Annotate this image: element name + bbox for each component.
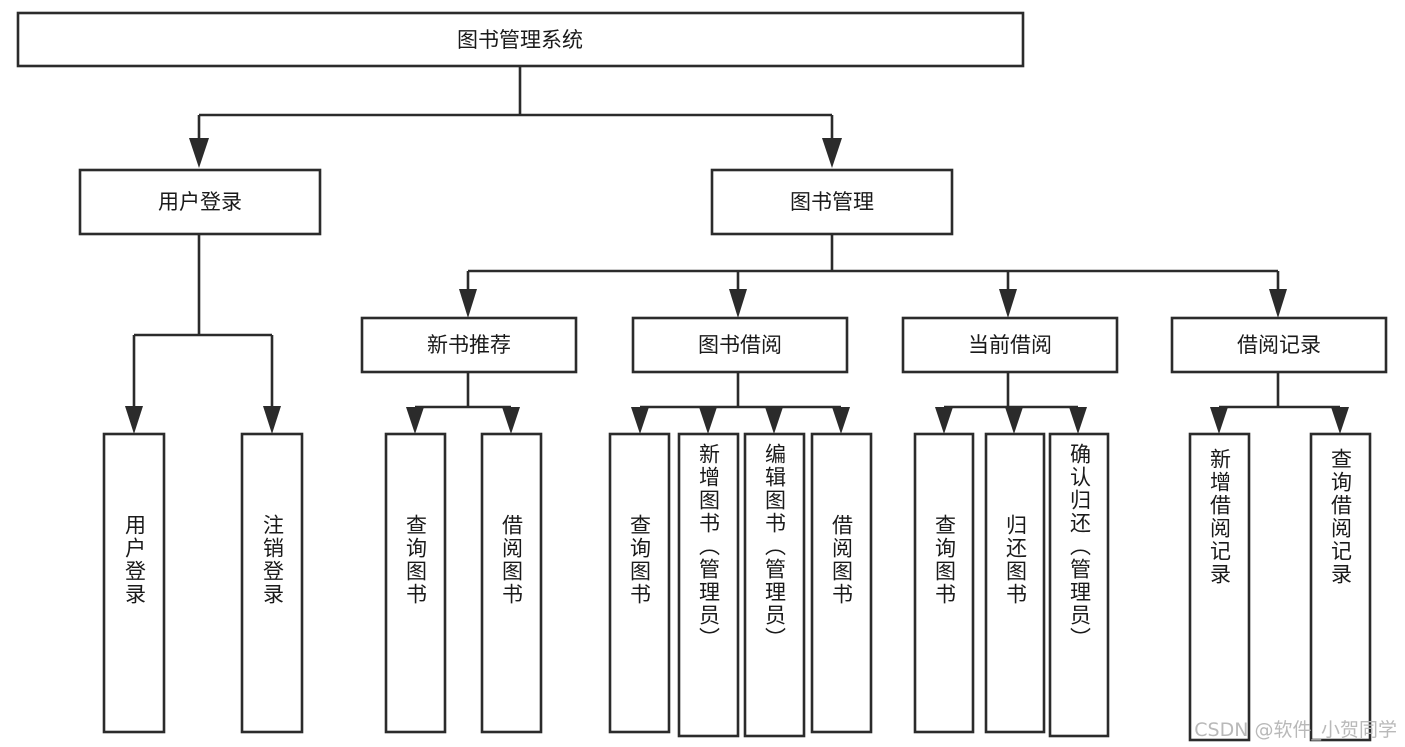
connector-group-current-borrow: [935, 372, 1087, 434]
node-user-login-label: 用户登录: [158, 190, 242, 214]
node-leaf-borrow-book-1[interactable]: [480, 432, 543, 734]
node-new-book-recommend-label: 新书推荐: [427, 333, 511, 357]
node-leaf-add-book[interactable]: [677, 432, 740, 738]
node-root-label: 图书管理系统: [457, 28, 583, 52]
node-leaf-edit-book[interactable]: [743, 432, 806, 738]
connector-group-user-login: [125, 234, 281, 434]
node-new-book-recommend[interactable]: [360, 316, 578, 374]
arrowhead-user-login: [189, 138, 209, 168]
arrowhead-leaf-query-book-3: [935, 407, 953, 434]
connector-group-new-book-recommend: [406, 372, 520, 434]
node-borrow-record[interactable]: [1170, 316, 1388, 374]
arrowhead-leaf-user-logout: [263, 406, 281, 434]
node-current-borrow[interactable]: [901, 316, 1119, 374]
arrowhead-borrow-record: [1269, 289, 1287, 318]
arrowhead-leaf-borrow-book-2: [832, 407, 850, 434]
arrowhead-leaf-user-login: [125, 406, 143, 434]
node-book-borrow-label: 图书借阅: [698, 333, 782, 357]
connector-group-borrow-record: [1210, 372, 1349, 434]
node-current-borrow-label: 当前借阅: [968, 333, 1052, 357]
node-leaf-return-book[interactable]: [984, 432, 1046, 734]
csdn-watermark: CSDN @软件_小贺同学: [1194, 719, 1397, 741]
node-leaf-query-book-2[interactable]: [608, 432, 671, 734]
arrowhead-leaf-query-book-2: [631, 407, 649, 434]
arrowhead-leaf-confirm-return: [1069, 407, 1087, 434]
node-book-management[interactable]: [710, 168, 954, 236]
node-leaf-user-logout[interactable]: [240, 432, 304, 734]
node-leaf-confirm-return[interactable]: [1048, 432, 1110, 738]
connector-group-root: [189, 66, 842, 168]
arrowhead-leaf-query-book-1: [406, 407, 424, 434]
node-leaf-user-login[interactable]: [102, 432, 166, 734]
node-leaf-borrow-book-2[interactable]: [810, 432, 873, 734]
arrowhead-leaf-query-record: [1331, 407, 1349, 434]
arrowhead-book-borrow: [729, 289, 747, 318]
node-book-borrow[interactable]: [631, 316, 849, 374]
arrowhead-book-management: [822, 138, 842, 168]
node-leaf-query-book-1[interactable]: [384, 432, 447, 734]
arrowhead-leaf-edit-book: [765, 407, 783, 434]
node-leaf-query-book-3[interactable]: [913, 432, 975, 734]
node-borrow-record-label: 借阅记录: [1237, 333, 1321, 357]
arrowhead-leaf-add-book: [699, 407, 717, 434]
connector-group-book-management: [459, 234, 1287, 318]
arrowhead-leaf-return-book: [1005, 407, 1023, 434]
node-leaf-query-record[interactable]: [1309, 432, 1372, 742]
connector-group-book-borrow: [631, 372, 850, 434]
node-leaf-add-record[interactable]: [1188, 432, 1251, 742]
arrowhead-leaf-add-record: [1210, 407, 1228, 434]
arrowhead-new-book-recommend: [459, 289, 477, 318]
node-book-management-label: 图书管理: [790, 190, 874, 214]
arrowhead-leaf-borrow-book-1: [502, 407, 520, 434]
node-user-login[interactable]: [78, 168, 322, 236]
arrowhead-current-borrow: [999, 289, 1017, 318]
node-root[interactable]: [16, 11, 1025, 68]
